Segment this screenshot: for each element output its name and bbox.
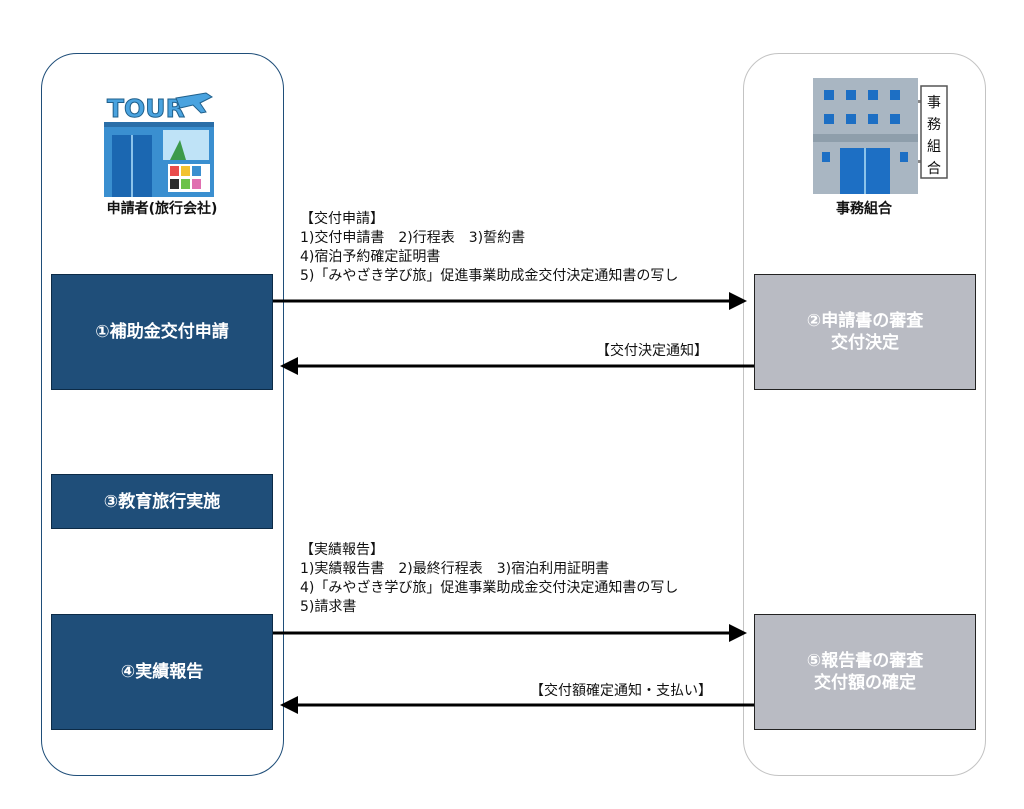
step3-label: ③教育旅行実施 [103, 491, 221, 512]
tour-shop-icon: TOUR [104, 90, 214, 197]
building-sign-char-1: 事 [927, 95, 941, 111]
step1-subsidy-application: ①補助金交付申請 [51, 274, 273, 390]
office-label: 事務組合 [836, 201, 892, 217]
report-note: 【実績報告】 1)実績報告書 2)最終行程表 3)宿泊利用証明書 4)「みやざき… [300, 541, 678, 617]
tour-sign-text: TOUR [107, 94, 185, 123]
application-note-title: 【交付申請】 [300, 211, 384, 227]
application-note: 【交付申請】 1)交付申請書 2)行程表 3)誓約書 4)宿泊予約確定証明書 5… [300, 210, 678, 286]
building-sign-char-2: 務 [927, 117, 941, 133]
payment-note: 【交付額確定通知・支払い】 [530, 683, 712, 699]
step2-review-decision: ②申請書の審査 交付決定 [754, 274, 976, 390]
step1-label: ①補助金交付申請 [95, 322, 229, 342]
application-note-line2: 4)宿泊予約確定証明書 [300, 249, 441, 265]
applicant-lane [41, 53, 284, 776]
building-sign-char-3: 組 [927, 139, 941, 155]
step3-trip-execution: ③教育旅行実施 [51, 474, 273, 529]
step5-label-line1: ⑤報告書の審査 [806, 651, 924, 671]
office-building-icon: 事 務 組 合 [813, 78, 948, 194]
step5-report-review: ⑤報告書の審査 交付額の確定 [754, 614, 976, 730]
report-note-line3: 5)請求書 [300, 599, 357, 615]
step2-label-line2: 交付決定 [831, 333, 899, 353]
report-note-line2: 4)「みやざき学び旅」促進事業助成金交付決定通知書の写し [300, 580, 679, 596]
step4-performance-report: ④実績報告 [51, 614, 273, 730]
report-note-title: 【実績報告】 [300, 542, 384, 558]
applicant-label: 申請者(旅行会社) [106, 201, 218, 217]
step5-label-line2: 交付額の確定 [814, 673, 916, 693]
decision-note: 【交付決定通知】 [596, 343, 708, 359]
step2-label-line1: ②申請書の審査 [806, 311, 924, 331]
building-sign-char-4: 合 [927, 161, 941, 177]
application-note-line1: 1)交付申請書 2)行程表 3)誓約書 [300, 230, 526, 246]
step4-label: ④実績報告 [120, 662, 204, 682]
office-lane [743, 53, 986, 776]
application-note-line3: 5)「みやざき学び旅」促進事業助成金交付決定通知書の写し [300, 268, 679, 284]
report-note-line1: 1)実績報告書 2)最終行程表 3)宿泊利用証明書 [300, 561, 610, 577]
